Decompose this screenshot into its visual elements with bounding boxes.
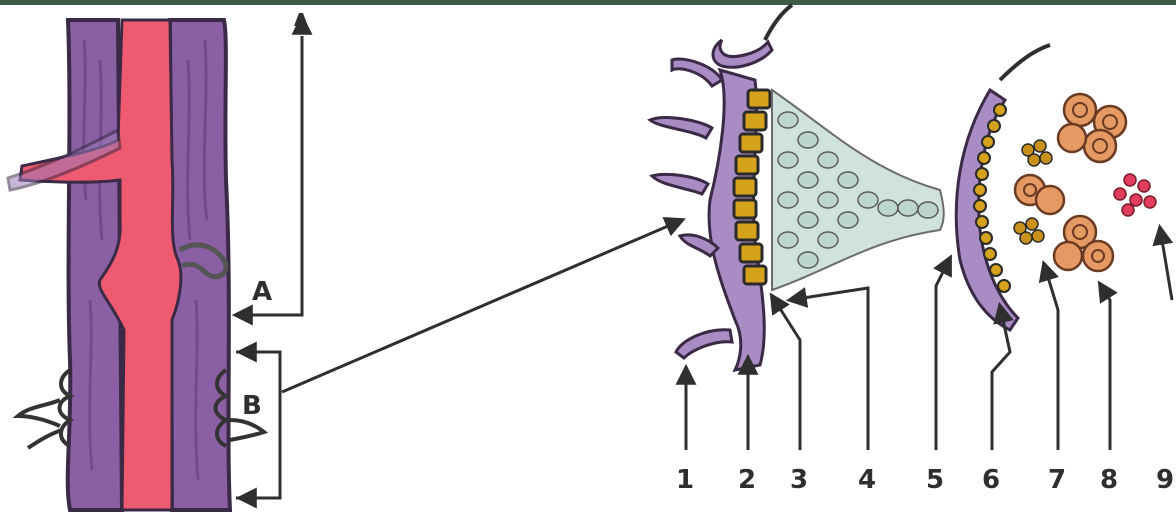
zoom-arrow — [282, 220, 682, 392]
number-6: 6 — [982, 465, 1000, 495]
arrow-a — [236, 40, 302, 315]
label-a-top: A — [294, 10, 308, 31]
header-strip — [0, 0, 1176, 5]
arrow-8 — [1100, 284, 1110, 450]
thread-top — [765, 5, 792, 40]
cell-detail — [650, 5, 1156, 370]
number-7: 7 — [1048, 465, 1066, 495]
arrow-5 — [936, 258, 950, 450]
number-2: 2 — [738, 465, 756, 495]
label-b: B — [242, 391, 262, 421]
arrow-4 — [790, 288, 868, 450]
arrow-9 — [1160, 228, 1172, 300]
bracket-b — [236, 352, 280, 498]
number-3: 3 — [790, 465, 808, 495]
arrow-7 — [1044, 264, 1058, 450]
number-1: 1 — [676, 465, 694, 495]
orange-cells-8 — [1015, 94, 1126, 271]
number-8: 8 — [1100, 465, 1118, 495]
red-cells-9 — [1114, 174, 1156, 216]
number-9: 9 — [1156, 465, 1174, 495]
thread-top-right — [1000, 45, 1050, 80]
label-a: A — [252, 277, 272, 307]
number-4: 4 — [858, 465, 876, 495]
vessel-section — [8, 20, 264, 510]
arrow-3 — [772, 296, 800, 450]
number-5: 5 — [926, 465, 944, 495]
